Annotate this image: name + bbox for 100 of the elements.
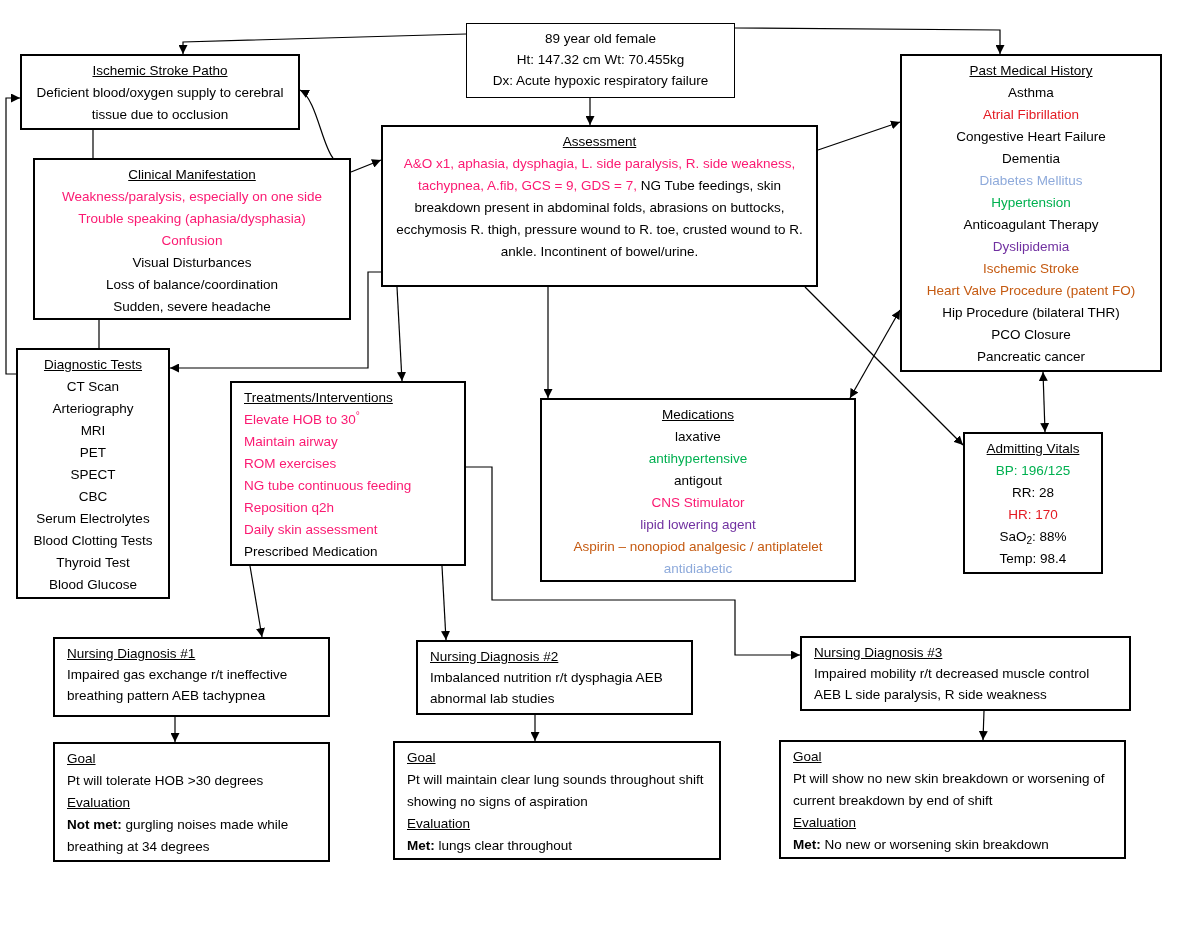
box-heading: Goal: [407, 749, 436, 767]
body-text: CNS Stimulator: [651, 494, 745, 512]
box-heading: Assessment: [562, 133, 637, 151]
arrow: [978, 710, 988, 741]
double-arrow: [1038, 371, 1050, 433]
box-heading: Nursing Diagnosis #3: [814, 644, 943, 662]
body-text: Weakness/paralysis, especially on one side: [61, 188, 323, 206]
box-heading: Medications: [661, 406, 734, 424]
box-heading: Nursing Diagnosis #1: [67, 645, 196, 663]
body-text: antihypertensive: [648, 450, 748, 468]
concept-box: [53, 637, 330, 717]
arrow: [441, 565, 450, 641]
arrow: [170, 716, 180, 743]
body-text: PCO Closure: [991, 326, 1071, 344]
body-text: Pancreatic cancer: [976, 348, 1086, 366]
body-text: Aspirin – nonopiod analgesic / antiplatelet: [573, 538, 823, 556]
body-text: lipid lowering agent: [640, 516, 756, 534]
concept-box: [416, 640, 693, 715]
arrow: [299, 89, 334, 159]
box-heading: Admitting Vitals: [986, 440, 1080, 458]
body-text: Dyslipidemia: [992, 238, 1070, 256]
body-text: Reposition q2h: [244, 499, 335, 517]
arrow: [530, 714, 540, 742]
body-text: Deficient blood/oxygen supply to cerebral tissue due to occlusion: [35, 84, 285, 124]
box-heading: Evaluation: [407, 815, 471, 833]
body-text: Maintain airway: [244, 433, 338, 451]
body-text: Hypertension: [991, 194, 1071, 212]
body-text: Serum Electrolytes: [36, 510, 150, 528]
body-text: SaO$_{2}$: 88%: [999, 528, 1067, 548]
arrow: [169, 271, 382, 373]
connector-line: [98, 319, 100, 349]
arrow: [5, 93, 21, 375]
body-text: Congestive Heart Failure: [956, 128, 1106, 146]
body-text: Sudden, severe headache: [113, 298, 271, 316]
concept-box: [393, 741, 721, 860]
double-arrow: [849, 309, 901, 399]
body-text: Hip Procedure (bilateral THR): [942, 304, 1120, 322]
concept-box: [800, 636, 1131, 711]
body-text: Met: No new or worsening skin breakdown: [793, 836, 1049, 854]
body-text: antidiabetic: [663, 560, 733, 578]
body-text: SPECT: [70, 466, 116, 484]
arrow: [396, 286, 406, 382]
arrow: [465, 466, 801, 660]
body-text: Heart Valve Procedure (patent FO): [926, 282, 1136, 300]
concept-box: [381, 125, 818, 287]
body-text: RR: 28: [1012, 484, 1054, 502]
box-heading: Goal: [67, 750, 96, 768]
body-text: Ischemic Stroke: [983, 260, 1079, 278]
arrow: [249, 565, 265, 638]
body-text: A&O x1, aphasia, dysphagia, L. side paralysis, R. side weakness, tachypnea, A.fib, GCS = 9, GDS = 7, NG Tube feedings, skin breakdown present in abdominal folds, abrasions on buttocks, ecchymosis R. thigh, pressure wound to R. toe, crusted wound to R. ankle. Incontinent of bowel/urine.: [395, 155, 804, 261]
body-text: NG tube continuous feeding: [244, 477, 412, 495]
body-text: Imbalanced nutrition r/t dysphagia AEB abnormal lab studies: [430, 669, 664, 708]
body-text: CT Scan: [66, 378, 120, 396]
arrow: [585, 97, 595, 126]
box-heading: Past Medical History: [969, 62, 1093, 80]
body-text: PET: [79, 444, 107, 462]
concept-box: [16, 348, 170, 599]
body-text: Arteriography: [52, 400, 134, 418]
arrow: [543, 286, 553, 399]
arrow: [178, 33, 467, 55]
body-text: Ht: 147.32 cm Wt: 70.455kg: [516, 51, 685, 69]
concept-box: [20, 54, 300, 130]
concept-box: [230, 381, 466, 566]
body-text: Temp: 98.4: [999, 550, 1067, 568]
box-heading: Nursing Diagnosis #2: [430, 648, 559, 666]
body-text: Thyroid Test: [56, 554, 130, 572]
box-heading: Evaluation: [793, 814, 857, 832]
concept-box: [779, 740, 1126, 859]
concept-box: [540, 398, 856, 582]
body-text: Impaired gas exchange r/t ineffective breathing pattern AEB tachypnea: [67, 666, 289, 705]
body-text: 89 year old female: [544, 30, 657, 48]
body-text: Asthma: [1008, 84, 1054, 102]
body-text: HR: 170: [1008, 506, 1058, 524]
concept-box: [33, 158, 351, 320]
concept-box: [53, 742, 330, 862]
box-heading: Treatments/Interventions: [244, 389, 393, 407]
body-text: Impaired mobility r/t decreased muscle control AEB L side paralysis, R side weakness: [814, 665, 1091, 704]
arrow: [817, 120, 901, 151]
body-text: Loss of balance/coordination: [106, 276, 278, 294]
body-text: Daily skin assessment: [244, 521, 378, 539]
body-text: Pt will show no new skin breakdown or worsening of current breakdown by end of shift: [793, 770, 1106, 810]
body-text: Atrial Fibrillation: [983, 106, 1079, 124]
body-text: Pt will maintain clear lung sounds throughout shift showing no signs of aspiration: [407, 771, 705, 811]
arrow: [804, 286, 964, 446]
box-heading: Goal: [793, 748, 822, 766]
body-text: CBC: [78, 488, 108, 506]
body-text: Blood Glucose: [49, 576, 137, 594]
body-text: Not met: gurgling noises made while breathing at 34 degrees: [67, 816, 290, 856]
box-heading: Ischemic Stroke Patho: [92, 62, 228, 80]
body-text: laxative: [675, 428, 721, 446]
body-text: MRI: [80, 422, 106, 440]
concept-box: [466, 23, 735, 98]
body-text: Dx: Acute hypoxic respiratory failure: [492, 72, 709, 90]
body-text: Dementia: [1002, 150, 1060, 168]
box-heading: Clinical Manifestation: [128, 166, 256, 184]
body-text: Elevate HOB to 30$^{°}$: [244, 409, 360, 429]
body-text: antigout: [673, 472, 722, 490]
body-text: ROM exercises: [244, 455, 337, 473]
connector-line: [92, 129, 94, 159]
concept-box: [963, 432, 1103, 574]
